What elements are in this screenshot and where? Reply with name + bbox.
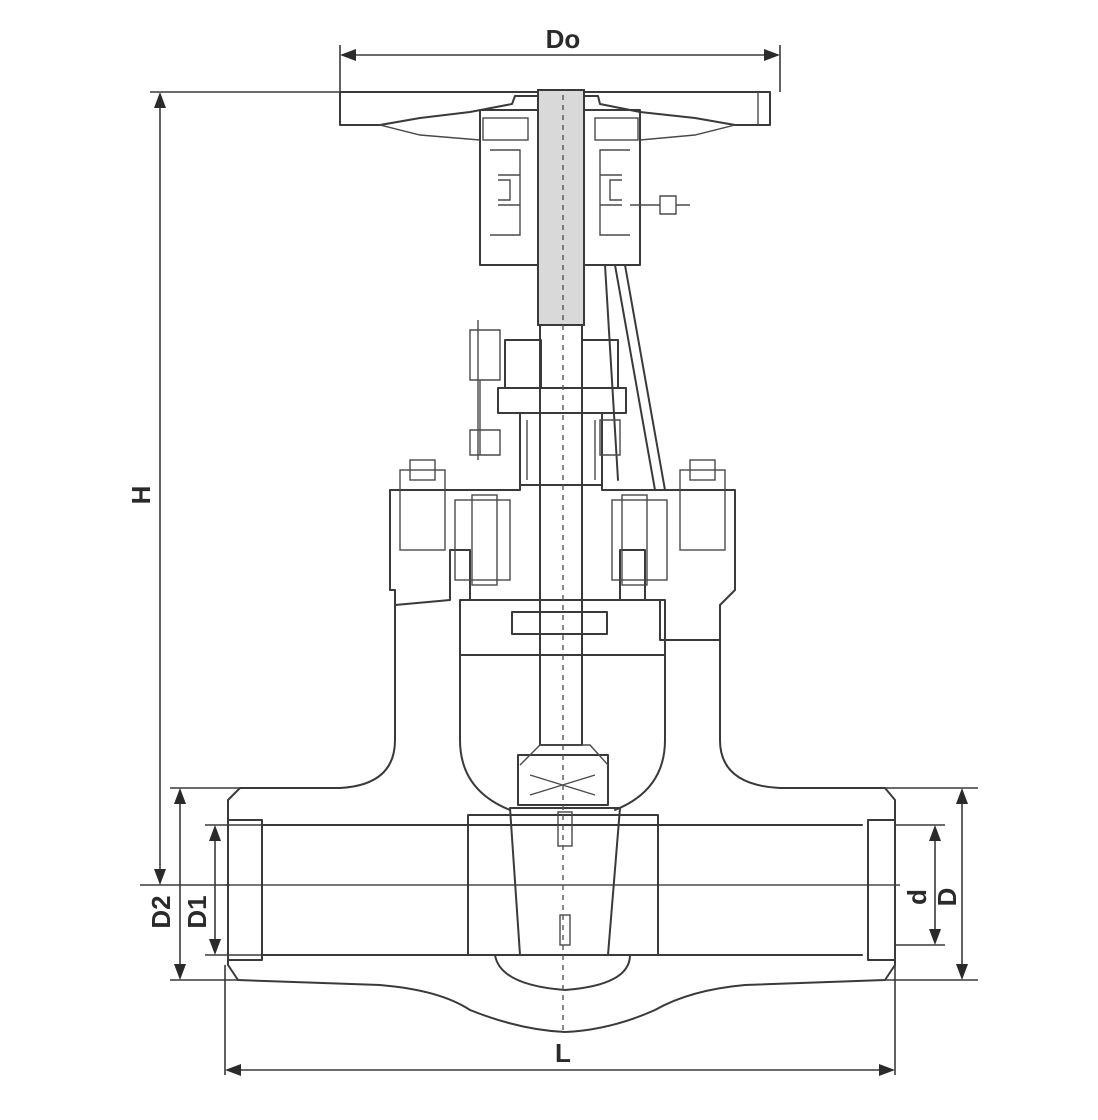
label-D2: D2 — [146, 895, 176, 928]
gland-packing — [469, 320, 627, 486]
label-D: D — [932, 888, 962, 907]
handwheel — [339, 91, 771, 141]
stem — [537, 89, 585, 746]
yoke — [604, 264, 666, 491]
dim-H — [140, 91, 340, 886]
wedge — [509, 744, 621, 956]
label-d: d — [902, 889, 932, 905]
label-D1: D1 — [182, 895, 212, 928]
label-H: H — [126, 486, 156, 505]
dim-D2 — [170, 787, 240, 981]
dim-D — [885, 787, 978, 981]
dim-D1 — [205, 824, 262, 956]
dim-L — [224, 965, 896, 1076]
label-Do: Do — [546, 24, 581, 54]
label-L: L — [555, 1038, 571, 1068]
dim-Do — [339, 45, 781, 92]
dim-d — [895, 824, 945, 946]
